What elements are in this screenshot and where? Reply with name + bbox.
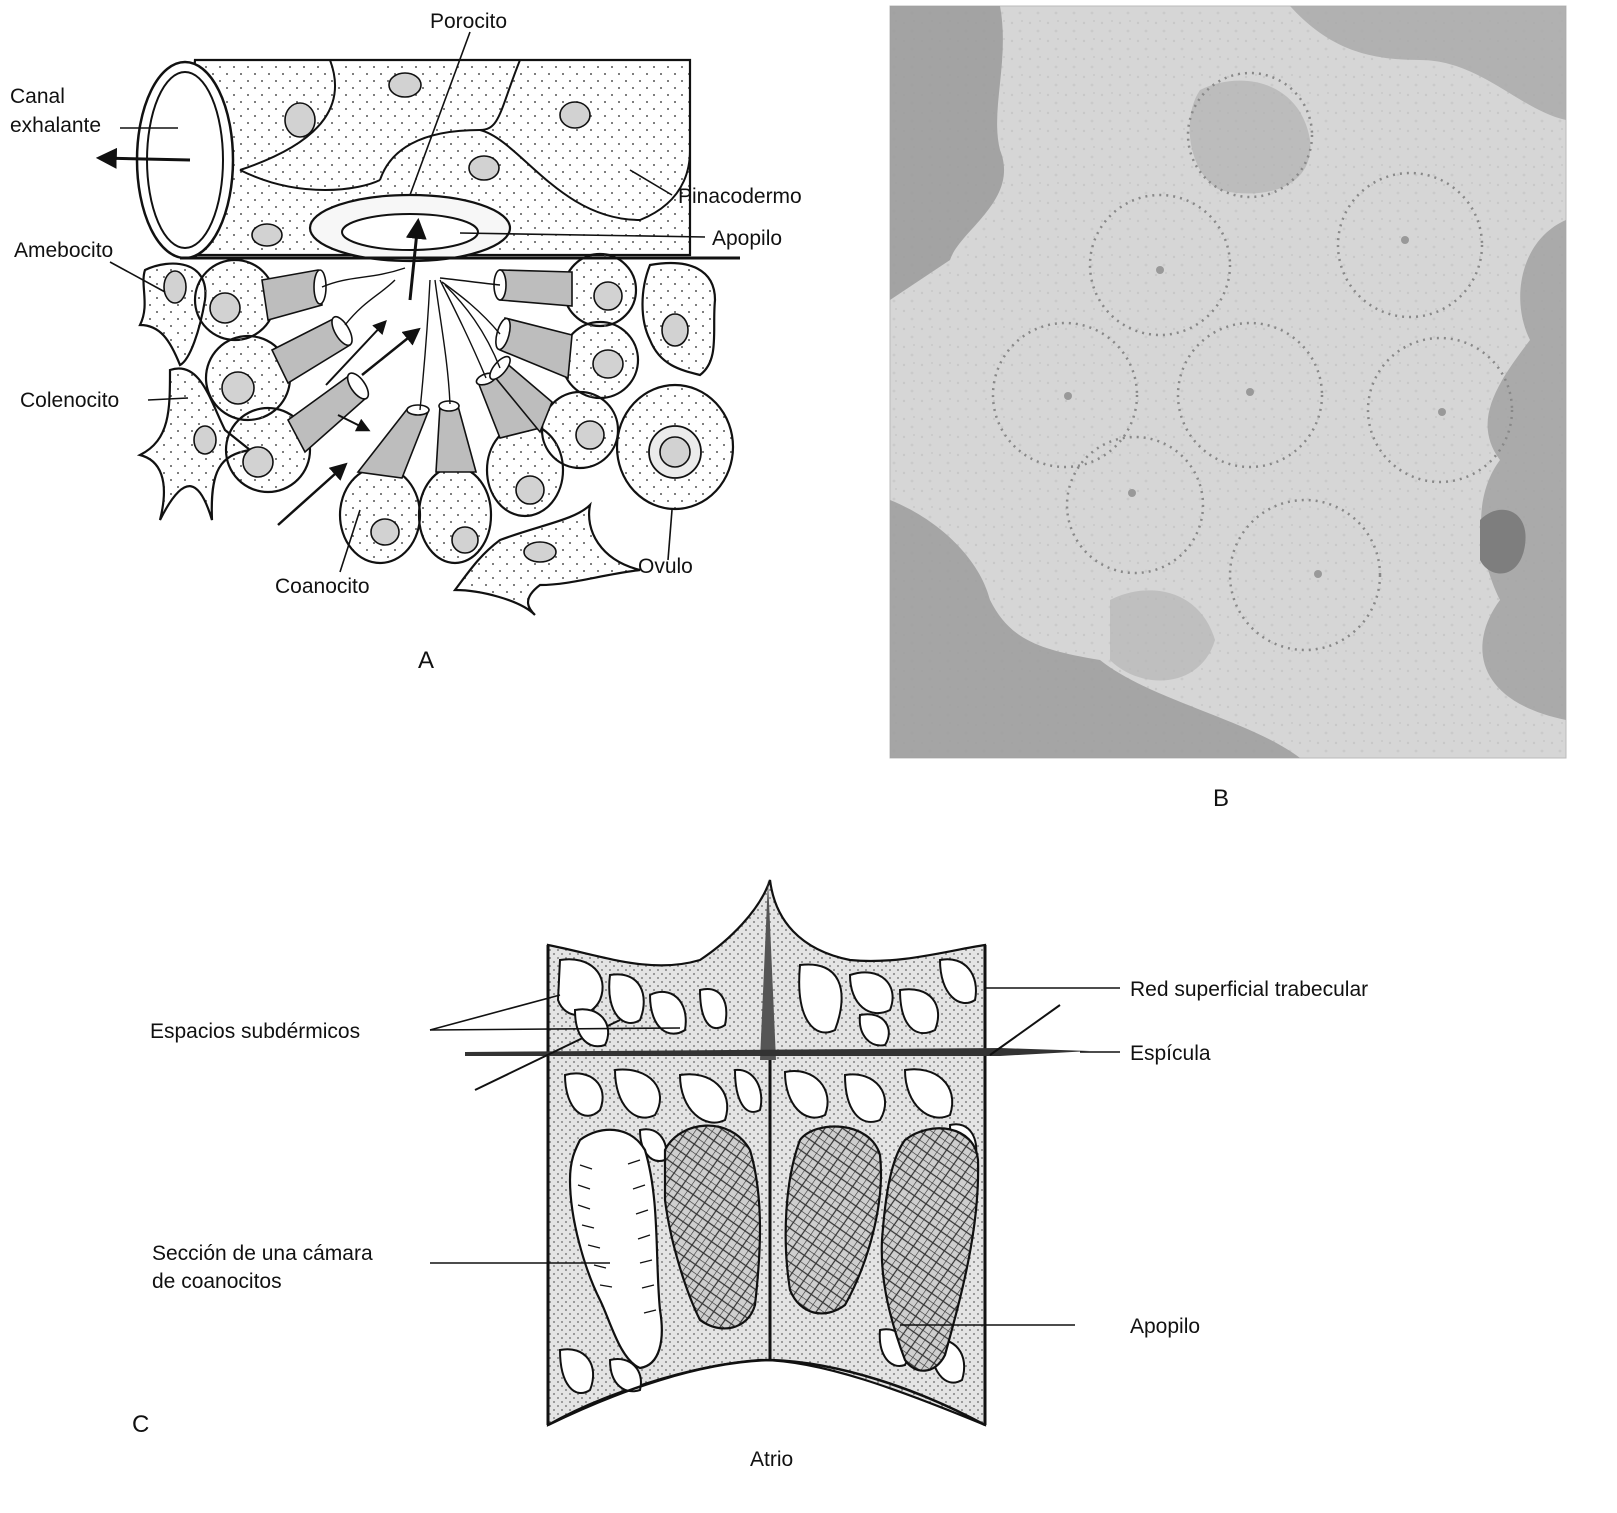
exhalant-flow-arrow: [100, 158, 190, 160]
label-amebocito: Amebocito: [14, 239, 113, 262]
label-espacios: Espacios subdérmicos: [150, 1020, 360, 1043]
choanocyte-right-1: [494, 254, 636, 326]
label-espicula: Espícula: [1130, 1042, 1211, 1065]
label-porocito: Porocito: [430, 10, 507, 33]
label-atrio: Atrio: [750, 1448, 793, 1471]
apopyle-opening: [342, 214, 478, 250]
label-ovulo: Ovulo: [638, 555, 693, 578]
ovum-cell: [617, 385, 733, 509]
panel-label-b: B: [1213, 785, 1229, 812]
label-seccion-line1: Sección de una cámara: [152, 1242, 373, 1265]
choanocyte-bottom-1: [340, 405, 429, 563]
label-seccion-line2: de coanocitos: [152, 1270, 282, 1293]
label-coanocito: Coanocito: [275, 575, 370, 598]
diagram-a: Canal exhalante Porocito Pinacodermo Apo…: [10, 10, 802, 674]
label-pinacodermo: Pinacodermo: [678, 185, 802, 208]
label-apopilo-c: Apopilo: [1130, 1315, 1200, 1338]
label-canal-line1: Canal: [10, 85, 65, 108]
label-colenocito: Colenocito: [20, 389, 119, 412]
choanocyte-left-1: [195, 260, 326, 340]
label-apopilo-a: Apopilo: [712, 227, 782, 250]
micrograph-b: B: [890, 6, 1566, 812]
label-red-superficial: Red superficial trabecular: [1130, 978, 1368, 1001]
panel-label-c: C: [132, 1411, 149, 1438]
panel-label-a: A: [418, 647, 434, 674]
choanocyte-bottom-2: [419, 401, 491, 563]
diagram-c: Red superficial trabecular Espícula Espa…: [132, 880, 1368, 1471]
label-canal-line2: exhalante: [10, 114, 101, 137]
